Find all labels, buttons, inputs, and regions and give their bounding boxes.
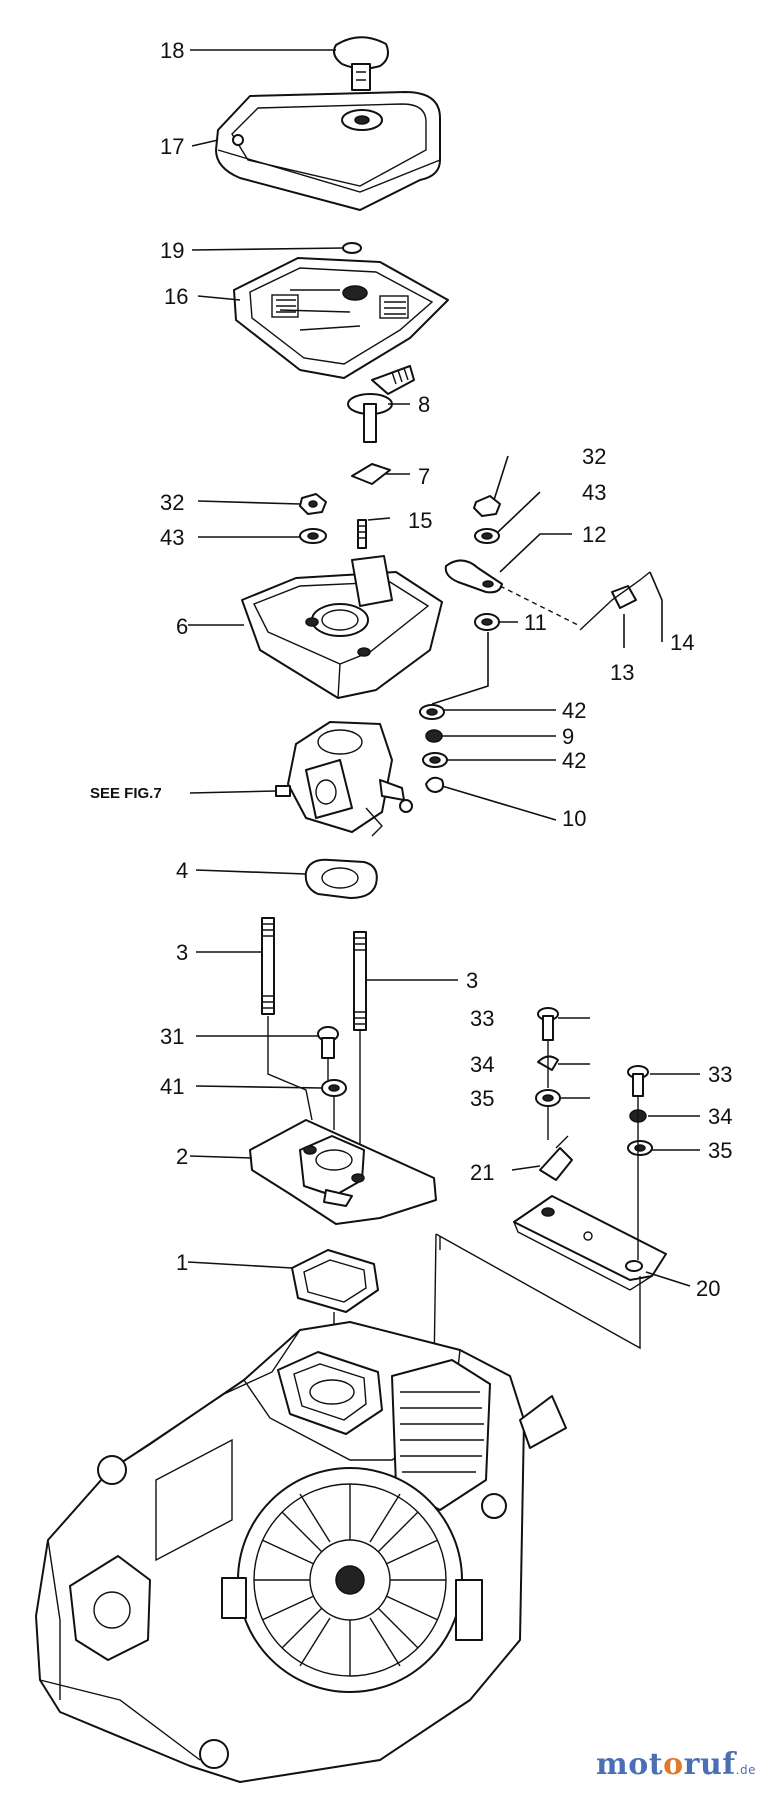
- part-spring-14: [579, 571, 651, 631]
- part-screw-33-right: [627, 1065, 649, 1097]
- callout-18: 18: [160, 38, 184, 63]
- callout-35-right: 35: [708, 1138, 732, 1163]
- callout-1: 1: [176, 1250, 188, 1275]
- part-screw-33-left: [537, 1007, 559, 1041]
- callout-33-left: 33: [470, 1006, 494, 1031]
- part-washer-43-left: [299, 528, 327, 544]
- part-nut-32-left: [299, 493, 327, 515]
- part-clip-10: [425, 776, 445, 793]
- callout-32-right: 32: [582, 444, 606, 469]
- part-knob-18: [333, 36, 389, 91]
- callout-20: 20: [696, 1276, 720, 1301]
- watermark-logo: motoruf.de: [596, 1747, 756, 1782]
- part-carburetor: [275, 721, 413, 837]
- callout-8: 8: [418, 392, 430, 417]
- callout-43-left: 43: [160, 525, 184, 550]
- callout-17: 17: [160, 134, 184, 159]
- part-link-13: [611, 585, 637, 609]
- part-stud-3-left: [261, 917, 275, 1015]
- part-washer-35-right: [627, 1140, 653, 1156]
- part-lever-12: [444, 559, 503, 594]
- callout-14: 14: [670, 630, 694, 655]
- callout-6: 6: [176, 614, 188, 639]
- part-nut-9: [425, 729, 443, 743]
- part-plate-2: [249, 1119, 437, 1225]
- part-filter-cover-17: [215, 91, 441, 211]
- part-washer-41: [321, 1079, 347, 1097]
- callout-3-right: 3: [466, 968, 478, 993]
- callout-16: 16: [164, 284, 188, 309]
- part-washer-11: [474, 613, 500, 631]
- callout-21: 21: [470, 1160, 494, 1185]
- callout-15: 15: [408, 508, 432, 533]
- callout-13: 13: [610, 660, 634, 685]
- part-carb-box-6: [241, 555, 443, 700]
- callout-41: 41: [160, 1074, 184, 1099]
- callout-2: 2: [176, 1144, 188, 1169]
- guide-stud-left: [267, 1016, 313, 1121]
- part-gasket-1: [291, 1249, 379, 1313]
- callout-32-left: 32: [160, 490, 184, 515]
- part-plate-20: [513, 1195, 667, 1291]
- part-washer-42-top: [419, 704, 445, 720]
- part-washer-43-right: [474, 528, 500, 544]
- callout-7: 7: [418, 464, 430, 489]
- callout-33-right: 33: [708, 1062, 732, 1087]
- callout-4: 4: [176, 858, 188, 883]
- part-pin-15: [357, 519, 367, 549]
- callout-10: 10: [562, 806, 586, 831]
- part-bracket-21: [539, 1135, 573, 1181]
- callout-19: 19: [160, 238, 184, 263]
- callout-34-right: 34: [708, 1104, 732, 1129]
- callout-43-right: 43: [582, 480, 606, 505]
- callout-42-bottom: 42: [562, 748, 586, 773]
- callout-35-left: 35: [470, 1086, 494, 1111]
- part-screw-31: [317, 1026, 339, 1059]
- callout-labels: 18 17 19 16 8 7 32 15 43 6 32 43 12 11 1…: [90, 38, 732, 1301]
- callout-42-top: 42: [562, 698, 586, 723]
- callout-12: 12: [582, 522, 606, 547]
- callout-31: 31: [160, 1024, 184, 1049]
- part-washer-35-left: [535, 1089, 561, 1107]
- part-plate-7: [351, 463, 391, 485]
- callout-see-fig-7: SEE FIG.7: [90, 785, 162, 802]
- callout-11: 11: [524, 610, 547, 635]
- part-washer-42-bottom: [422, 752, 448, 768]
- part-stud-3-right: [353, 931, 367, 1031]
- part-nut-32-right: [473, 495, 501, 517]
- part-filter-element-16: [233, 257, 449, 379]
- callout-34-left: 34: [470, 1052, 494, 1077]
- leader-lines: [187, 49, 700, 1287]
- callout-3-left: 3: [176, 940, 188, 965]
- part-washer-19: [342, 242, 362, 254]
- part-insulator-4: [304, 858, 378, 899]
- leader-dash-12-13: [499, 585, 581, 627]
- part-crankcase: [35, 1321, 567, 1783]
- callout-9: 9: [562, 724, 574, 749]
